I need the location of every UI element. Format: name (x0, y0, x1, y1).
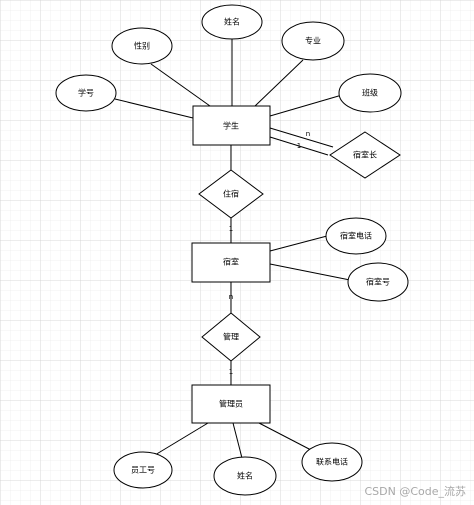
attr-staff-no-shape (113, 451, 173, 489)
line-dorm-phone (269, 235, 328, 252)
line-manager-staff-no (149, 422, 209, 459)
line-student-no (114, 98, 194, 119)
attribute-nodes (55, 4, 409, 496)
entity-manager-shape (191, 384, 271, 424)
attr-name-top-shape (201, 4, 263, 40)
attr-name-top-label: 姓名 (224, 17, 240, 27)
line-manager-name (232, 422, 243, 459)
entity-student-label: 学生 (223, 121, 239, 131)
card-head-rel-1: 1 (297, 142, 301, 150)
line-student-class (269, 94, 343, 117)
attr-gender-shape (111, 27, 173, 65)
rel-live-shape (198, 169, 264, 219)
line-student-gender (150, 63, 211, 107)
entity-nodes (191, 105, 271, 424)
card-live-bottom-n: n (229, 293, 233, 301)
entity-student-shape (192, 105, 271, 146)
watermark: CSDN @Code_流苏 (364, 484, 466, 498)
attr-class-shape (338, 73, 402, 113)
line-manager-contact (258, 422, 312, 451)
line-student-head-a (269, 127, 334, 148)
attr-major-label: 专业 (305, 36, 321, 46)
rel-manage-shape (201, 312, 261, 362)
card-manage-bottom-1: 1 (229, 368, 233, 376)
attr-name-bottom-label: 姓名 (237, 471, 253, 481)
node-labels: 学生 宿室 管理员 姓名 性别 专业 学号 班级 宿室电话 宿室号 员工号 姓名… (78, 17, 390, 481)
attr-major-shape (281, 21, 345, 61)
entity-manager-label: 管理员 (219, 399, 243, 409)
rel-dorm-head-label: 宿室长 (353, 150, 377, 160)
attr-dorm-no-shape (347, 262, 409, 302)
relationship-nodes (198, 131, 401, 362)
attr-dorm-phone-label: 宿室电话 (340, 231, 372, 241)
rel-manage-label: 管理 (223, 332, 239, 342)
attr-name-bottom-shape (213, 456, 277, 496)
attr-student-no-label: 学号 (78, 88, 94, 98)
card-live-top-1: 1 (229, 225, 233, 233)
line-student-head-b (269, 136, 329, 156)
attr-dorm-no-label: 宿室号 (366, 277, 390, 287)
connector-lines (114, 38, 351, 459)
attr-dorm-phone-shape (325, 217, 387, 255)
rel-live-label: 住宿 (223, 189, 239, 199)
attr-contact-phone-label: 联系电话 (316, 457, 348, 467)
attr-staff-no-label: 员工号 (131, 466, 155, 475)
attr-contact-phone-shape (301, 442, 363, 482)
attr-gender-label: 性别 (134, 41, 150, 51)
rel-dorm-head-shape (329, 131, 401, 179)
entity-dorm-label: 宿室 (223, 257, 239, 267)
entity-dorm-shape (191, 242, 271, 283)
attr-class-label: 班级 (362, 88, 378, 98)
card-head-student-n: n (306, 130, 310, 138)
attr-student-no-shape (55, 74, 117, 112)
cardinality-labels: n 1 1 n 1 (229, 130, 310, 376)
line-student-major (254, 59, 304, 107)
line-dorm-no (269, 263, 351, 281)
